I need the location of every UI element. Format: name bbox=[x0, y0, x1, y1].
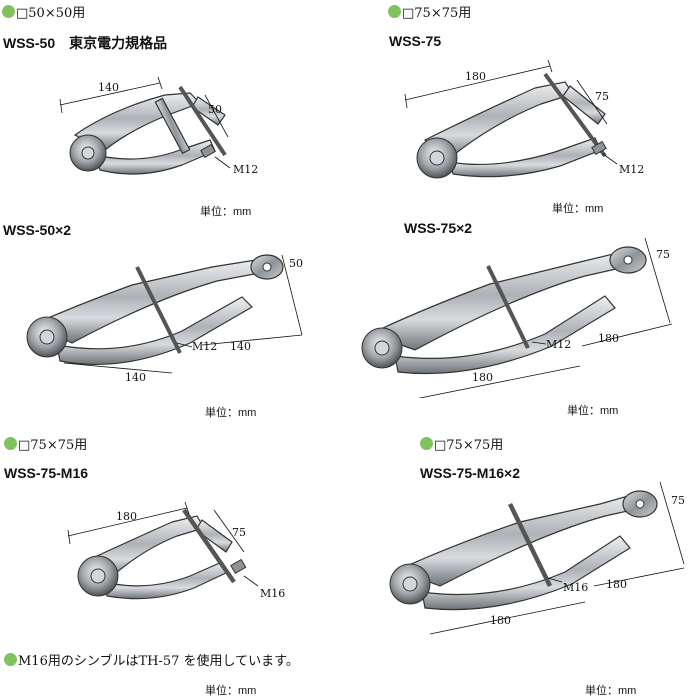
dim-length-right: 180 bbox=[606, 578, 627, 591]
model-name-wss75m16: WSS-75-M16 bbox=[4, 465, 89, 481]
unit-label-wss75m16x2: 単位：mm bbox=[585, 685, 637, 697]
dim-bolt: M12 bbox=[233, 163, 258, 176]
dim-bolt: M12 bbox=[192, 340, 217, 353]
green-circle-bullet-icon bbox=[4, 653, 17, 666]
model-name-wss75m16x2: WSS-75-M16×2 bbox=[420, 465, 520, 481]
product-tag-wss50: □50×50用 bbox=[2, 2, 85, 21]
diagram-wss50: 140 50 M12 bbox=[59, 76, 258, 176]
dim-width: 75 bbox=[232, 526, 246, 539]
diagram-wss75: 180 75 M12 bbox=[404, 60, 644, 179]
unit-label-wss50x2: 単位：mm bbox=[205, 407, 257, 419]
green-circle-bullet-icon bbox=[4, 437, 17, 450]
dim-width: 75 bbox=[595, 90, 609, 103]
diagram-wss75m16x2: 75 M16 180 180 bbox=[389, 481, 685, 635]
unit-label-wss75: 単位：mm bbox=[552, 203, 604, 215]
dim-bolt: M12 bbox=[619, 163, 644, 176]
dim-width: 75 bbox=[671, 494, 685, 507]
product-tag-wss75m16: □75×75用 bbox=[4, 434, 87, 453]
unit-label-wss75x2: 単位：mm bbox=[567, 405, 619, 417]
dim-width: 50 bbox=[208, 103, 222, 116]
dim-length-right: 180 bbox=[598, 332, 619, 345]
dim-length-right: 140 bbox=[230, 340, 251, 353]
dim-width: 75 bbox=[656, 248, 670, 261]
model-name-wss50x2: WSS-50×2 bbox=[3, 222, 72, 238]
dim-length-bottom: 180 bbox=[490, 614, 511, 627]
product-tag-wss75: □75×75用 bbox=[388, 2, 471, 21]
dim-length-bottom: 180 bbox=[472, 371, 493, 384]
product-tag-wss75m16x2: □75×75用 bbox=[420, 434, 503, 453]
dim-length-bottom: 140 bbox=[125, 371, 146, 384]
unit-label-wss50: 単位：mm bbox=[200, 206, 252, 218]
model-name-wss75x2: WSS-75×2 bbox=[404, 220, 473, 236]
dim-bolt: M16 bbox=[260, 587, 285, 600]
model-name-wss75: WSS-75 bbox=[389, 33, 442, 49]
green-circle-bullet-icon bbox=[420, 437, 433, 450]
green-circle-bullet-icon bbox=[2, 5, 15, 18]
diagram-wss75x2: 75 M12 180 180 bbox=[361, 238, 673, 398]
dim-bolt: M16 bbox=[563, 581, 588, 594]
dim-length: 140 bbox=[98, 81, 119, 94]
dim-width: 50 bbox=[289, 257, 303, 270]
dim-length: 180 bbox=[465, 70, 486, 83]
dim-length: 180 bbox=[116, 510, 137, 523]
footnote: M16用のシンブルはTH-57 を使用しています。 bbox=[4, 650, 299, 669]
dim-bolt: M12 bbox=[546, 338, 571, 351]
diagram-wss50x2: 50 M12 140 140 bbox=[26, 254, 303, 384]
model-name-wss50: WSS-50 東京電力規格品 bbox=[3, 35, 168, 51]
unit-label-wss75m16: 単位：mm bbox=[205, 685, 257, 697]
diagram-wss75m16: 180 75 M16 bbox=[67, 501, 285, 600]
green-circle-bullet-icon bbox=[388, 5, 401, 18]
